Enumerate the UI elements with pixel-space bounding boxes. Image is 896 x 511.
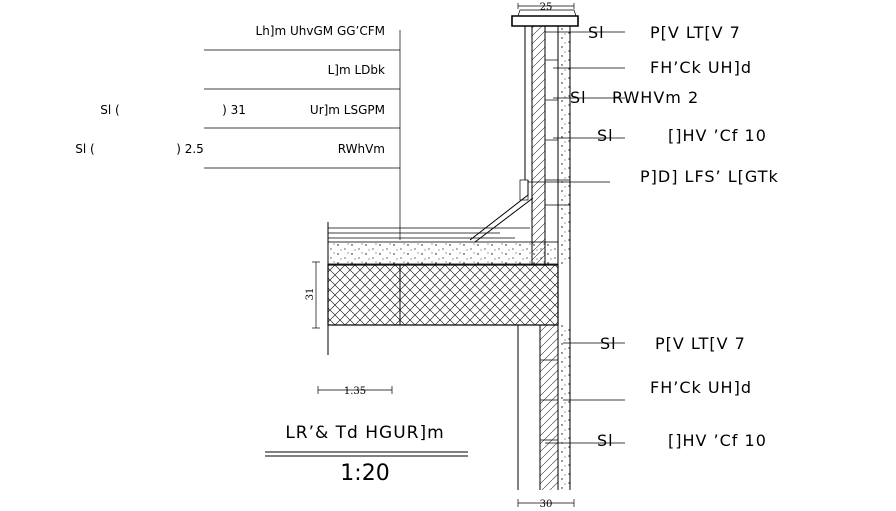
- label-2: FH’Ck UH]d: [650, 58, 752, 77]
- note-insulation-value: ) 31: [222, 103, 246, 117]
- note-screed: RWhVm: [338, 142, 385, 156]
- note-roof-finish: Lh]m UhvGM GG’CFM: [256, 24, 385, 38]
- label-6: P[V LT[V 7: [655, 334, 746, 353]
- note-insulation: Ur]m LSGPM: [310, 103, 385, 117]
- label-8: []HV ’Cf 10: [668, 431, 767, 450]
- title-scale: 1:20: [340, 461, 389, 486]
- leader-lines: [528, 31, 625, 444]
- label-unit-6: Sl: [600, 334, 617, 353]
- label-unit-3: Sl: [570, 88, 587, 107]
- right-labels: Sl P[V LT[V 7 FH’Ck UH]d Sl RWHVm 2 Sl […: [570, 23, 779, 450]
- label-7: FH’Ck UH]d: [650, 378, 752, 397]
- lower-wall: [517, 265, 571, 490]
- label-unit-1: Sl: [588, 23, 605, 42]
- parapet-wall: [469, 9, 579, 265]
- dim-left-span: 1.35: [344, 386, 366, 397]
- dim-wall-width: 30: [540, 499, 553, 510]
- label-5: P]D] LFS’ L[GTk: [640, 167, 779, 186]
- note-insulation-unit: Sl (: [100, 103, 119, 117]
- label-unit-4: Sl: [597, 126, 614, 145]
- label-4: []HV ’Cf 10: [668, 126, 767, 145]
- label-3: RWHVm 2: [612, 88, 699, 107]
- dim-cap-width: 25: [540, 2, 553, 13]
- note-screed-value: ) 2.5: [176, 142, 204, 156]
- title-caption: LR’& Td HGUR]m: [285, 423, 444, 443]
- note-layer: L]m LDbk: [328, 63, 385, 77]
- dim-slab-height: 31: [305, 288, 316, 301]
- label-unit-8: Sl: [597, 431, 614, 450]
- drawing-title: LR’& Td HGUR]m 1:20: [265, 423, 468, 486]
- label-1: P[V LT[V 7: [650, 23, 741, 42]
- roof-slab: [327, 222, 559, 355]
- note-screed-unit: Sl (: [75, 142, 94, 156]
- dimensions: 25 31 1.35 30: [305, 2, 575, 510]
- notes-table: Lh]m UhvGM GG’CFM L]m LDbk Ur]m LSGPM ) …: [75, 24, 401, 240]
